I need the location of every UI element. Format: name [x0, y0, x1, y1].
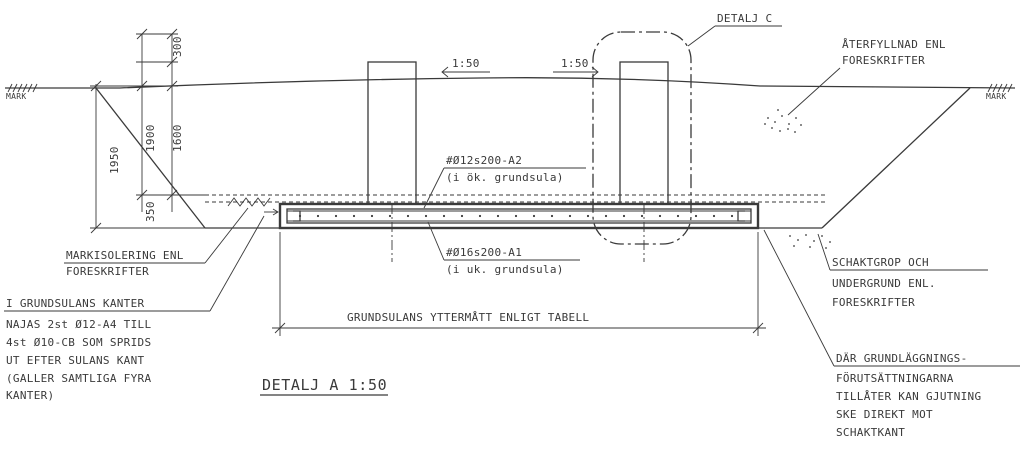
- ground-label-left: MARK: [6, 92, 26, 101]
- insulation-arrow-head: [272, 208, 279, 216]
- edge-note-line-2: NAJAS 2st Ø12-A4 TILL: [6, 318, 151, 331]
- rebar-top-sublabel: (i ök. grundsula): [446, 171, 564, 184]
- backfill-line-2: FORESKRIFTER: [842, 54, 925, 67]
- insulation-leader: [204, 207, 249, 264]
- foundation-note-line-2: FÖRUTSÄTTNINGARNA: [836, 372, 954, 385]
- rebar-hook-left: [293, 210, 301, 222]
- foundation-note-line-1: DÄR GRUNDLÄGGNINGS-: [836, 352, 968, 365]
- foundation-note-line-5: SCHAKTKANT: [836, 426, 905, 439]
- insulation-zigzag: [227, 197, 271, 207]
- scale-arrow-right-head: [591, 66, 599, 78]
- ground-surface-line: [5, 77, 1016, 89]
- footing-width-tick-right: [752, 322, 764, 334]
- rebar-top-label: #Ø12s200-A2: [446, 154, 522, 167]
- edge-note-line-4: UT EFTER SULANS KANT: [6, 354, 145, 367]
- rebar-top-leader: [423, 167, 445, 209]
- trench-note-line-1: SCHAKTGROP OCH: [832, 256, 929, 269]
- rebar-bottom-sublabel: (i uk. grundsula): [446, 263, 564, 276]
- scale-label-right: 1:50: [561, 57, 589, 70]
- rebar-dots: [298, 214, 734, 218]
- backfill-line-1: ÅTERFYLLNAD ENL: [842, 38, 946, 51]
- trench-stipple: [789, 234, 831, 249]
- trench-note-leader: [817, 233, 831, 271]
- footing-width-tick-left: [274, 322, 286, 334]
- dim-1900: 1900: [144, 124, 157, 152]
- scale-label-left: 1:50: [452, 57, 480, 70]
- trench-slope-right: [821, 87, 971, 229]
- foundation-note-leader: [763, 229, 835, 367]
- foundation-note-line-4: SKE DIREKT MOT: [836, 408, 933, 421]
- edge-note-line-1: I GRUNDSULANS KANTER: [6, 297, 145, 310]
- trench-slope-left: [95, 87, 206, 229]
- dim-350: 350: [144, 201, 157, 222]
- edge-note-line-3: 4st Ø10-CB SOM SPRIDS: [6, 336, 151, 349]
- trench-note-line-3: FORESKRIFTER: [832, 296, 915, 309]
- ground-hatch-left: [7, 83, 38, 93]
- rebar-bottom-label: #Ø16s200-A1: [446, 246, 522, 259]
- drawing-title: DETALJ A 1:50: [262, 376, 387, 394]
- edge-note-line-5: (GALLER SAMTLIGA FYRA: [6, 372, 151, 385]
- detail-c-outline: [592, 31, 692, 245]
- edge-note-leader: [209, 215, 265, 312]
- insulation-line-1: MARKISOLERING ENL: [66, 249, 184, 262]
- dim-300: 300: [171, 36, 184, 57]
- detail-c-label: DETALJ C: [717, 12, 772, 25]
- backfill-stipple: [764, 109, 802, 133]
- column-left: [367, 61, 417, 205]
- footing-width-label: GRUNDSULANS YTTERMÅTT ENLIGT TABELL: [347, 311, 589, 324]
- detail-c-leader: [687, 25, 716, 47]
- backfill-leader: [787, 67, 841, 116]
- footing-slab: [278, 202, 760, 230]
- footing-rebar-cage: [286, 208, 752, 224]
- rebar-hook-right: [737, 210, 745, 222]
- trench-note-line-2: UNDERGRUND ENL.: [832, 277, 936, 290]
- scale-arrow-left-head: [441, 66, 449, 78]
- dim-1950: 1950: [108, 146, 121, 174]
- dim-1600: 1600: [171, 124, 184, 152]
- edge-note-line-6: KANTER): [6, 389, 54, 402]
- insulation-line-2: FORESKRIFTER: [66, 265, 149, 278]
- column-right: [619, 61, 669, 205]
- ground-label-right: MARK: [986, 92, 1006, 101]
- rebar-bottom-leader: [427, 221, 445, 261]
- foundation-note-line-3: TILLÅTER KAN GJUTNING: [836, 390, 981, 403]
- dimension-lines: [90, 28, 205, 234]
- ground-hatch-right: [987, 83, 1013, 93]
